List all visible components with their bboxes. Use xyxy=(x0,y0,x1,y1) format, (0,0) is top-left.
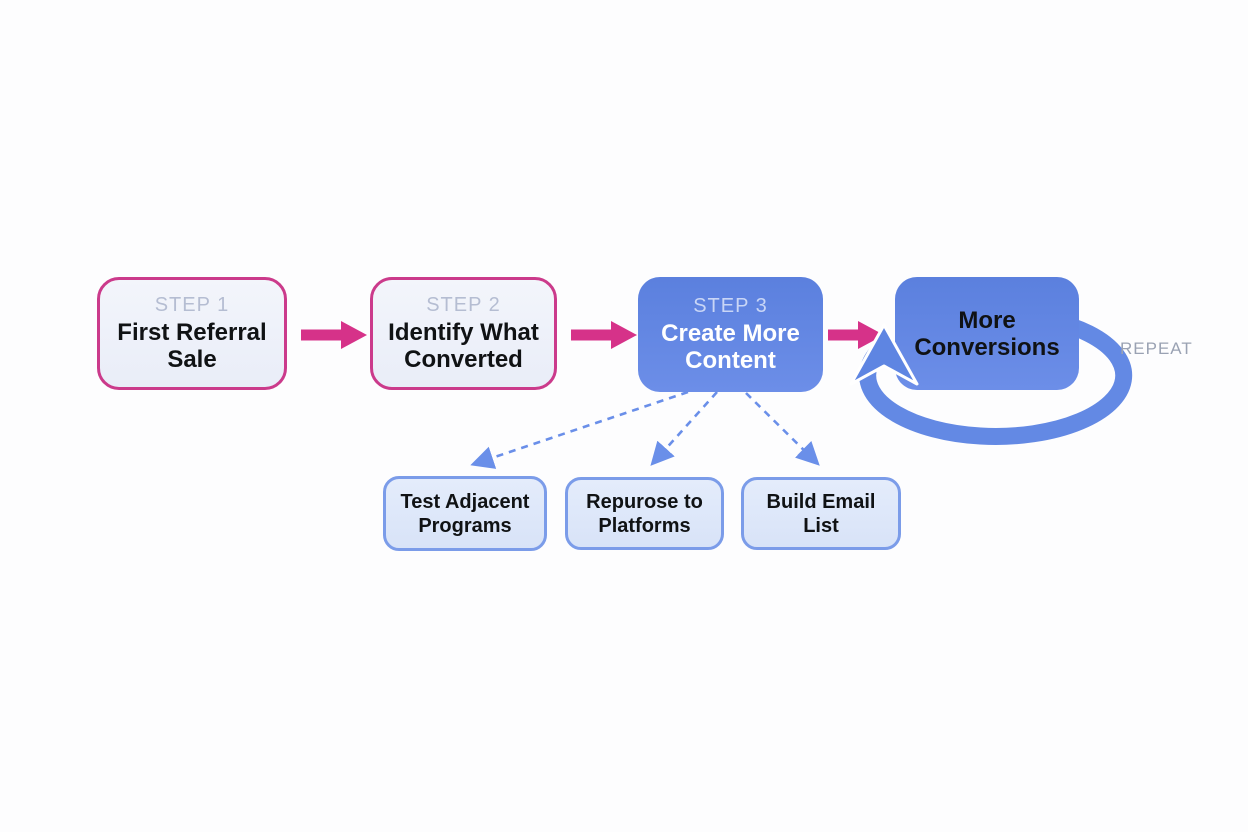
more-conversions-node: More Conversions xyxy=(895,277,1079,390)
step3-label: STEP 3 xyxy=(693,295,768,317)
branch-node-build-email-list: Build Email List xyxy=(741,477,901,550)
branch-node-repurose-to-platforms: Repurose to Platforms xyxy=(565,477,724,550)
flow-arrow-2-icon xyxy=(571,321,637,349)
step1-label: STEP 1 xyxy=(154,294,230,316)
step3-node: STEP 3 Create More Content xyxy=(638,277,823,392)
more-conversions-title: More Conversions xyxy=(914,306,1060,361)
flow-arrow-1-icon xyxy=(301,321,367,349)
step2-label: STEP 2 xyxy=(426,294,501,316)
branch3-title: Build Email List xyxy=(766,490,876,537)
branch-arrow-right-icon xyxy=(745,392,820,466)
step1-title: First Referral Sale xyxy=(117,319,267,373)
branch-arrow-left-icon xyxy=(470,390,689,469)
flow-arrow-3-icon xyxy=(828,321,884,349)
step3-title: Create More Content xyxy=(661,320,800,374)
branch1-title: Test Adjacent Programs xyxy=(400,490,530,537)
branch-arrow-middle-icon xyxy=(650,391,718,466)
step2-node: STEP 2 Identify What Converted xyxy=(370,277,557,390)
step1-node: STEP 1 First Referral Sale xyxy=(97,277,287,390)
branch-node-test-adjacent-programs: Test Adjacent Programs xyxy=(383,476,547,551)
step2-title: Identify What Converted xyxy=(388,319,539,373)
repeat-label: REPEAT xyxy=(1120,339,1193,358)
branch2-title: Repurose to Platforms xyxy=(586,490,703,537)
